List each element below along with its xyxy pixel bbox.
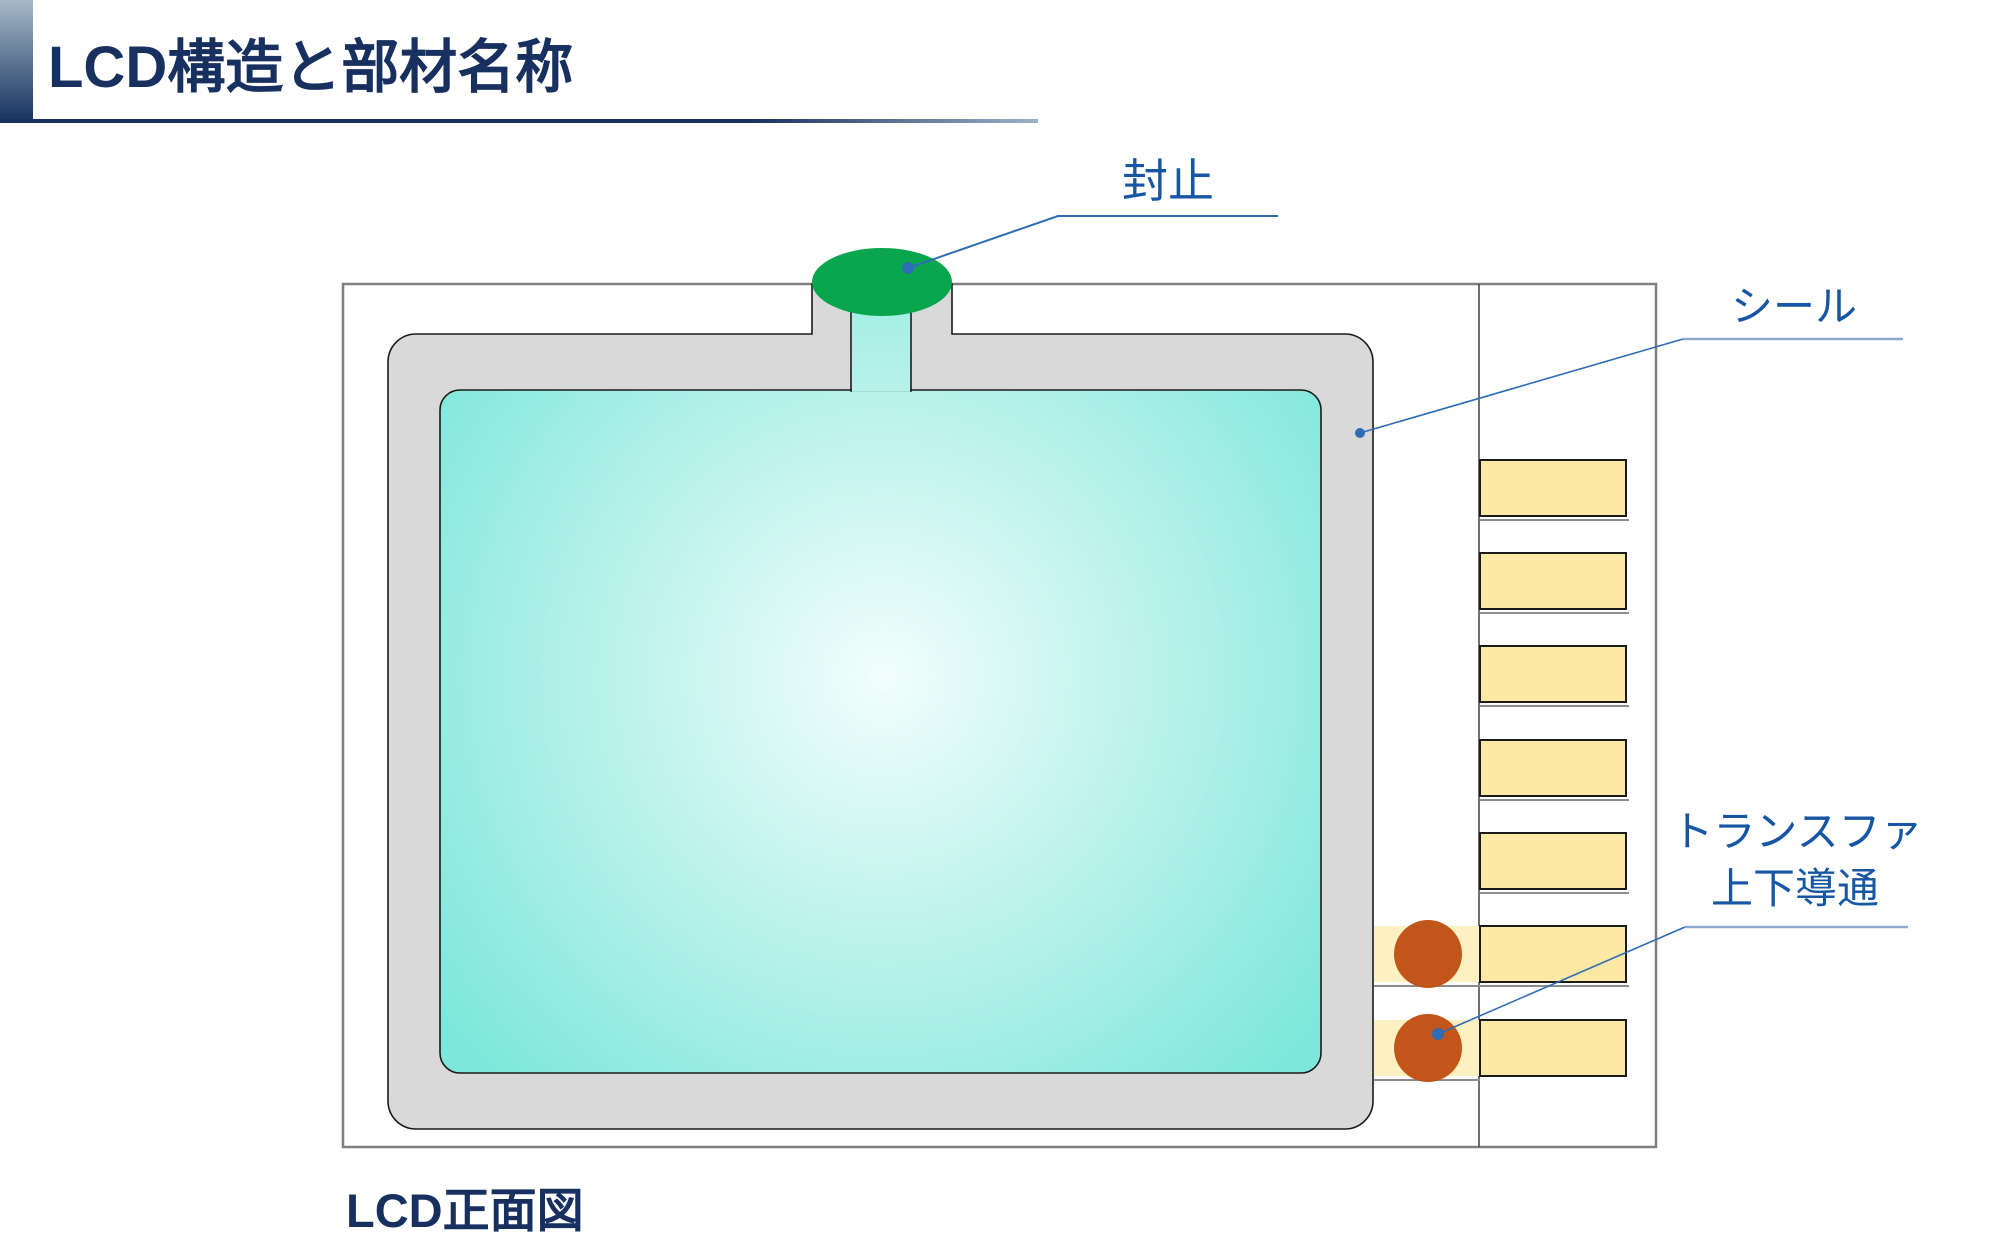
transfer-contact-circle (1394, 920, 1462, 988)
seal-leader-dot (1355, 428, 1365, 438)
electrode-pad (1479, 1019, 1627, 1077)
sealing-callout: 封止 (902, 155, 1278, 274)
transfer-leader-dot (1432, 1028, 1444, 1040)
liquid-crystal-area (440, 390, 1321, 1073)
transfer-leader-line (1437, 926, 1686, 1035)
electrode-pad (1479, 459, 1627, 517)
electrode-pads (1479, 459, 1627, 1077)
sealing-leader-line (907, 215, 1278, 269)
electrode-pad (1479, 645, 1627, 703)
title-underline (0, 119, 1038, 123)
sealing-compound-dome (812, 248, 952, 316)
page-title: LCD構造と部材名称 (48, 35, 574, 100)
electrode-pad (1479, 925, 1627, 983)
transfer-label-line1: トランスファ (1671, 808, 1922, 855)
electrode-pad (1479, 739, 1627, 797)
transfer-label-line2: 上下導通 (1711, 865, 1879, 912)
transfer-contact-circle (1394, 1014, 1462, 1082)
seal-callout: シール (1355, 283, 1903, 438)
diagram-caption: LCD正面図 (346, 1184, 584, 1237)
header-accent-bar (0, 0, 33, 122)
seal-label: シール (1731, 283, 1857, 330)
electrode-pad (1479, 552, 1627, 610)
seal-ring (387, 283, 1374, 1130)
sealing-leader-dot (902, 262, 914, 274)
seal-leader-line (1359, 338, 1684, 434)
electrode-pad (1479, 832, 1627, 890)
sealing-label: 封止 (1122, 155, 1214, 207)
transfer-callout: トランスファ 上下導通 (1432, 808, 1923, 1040)
